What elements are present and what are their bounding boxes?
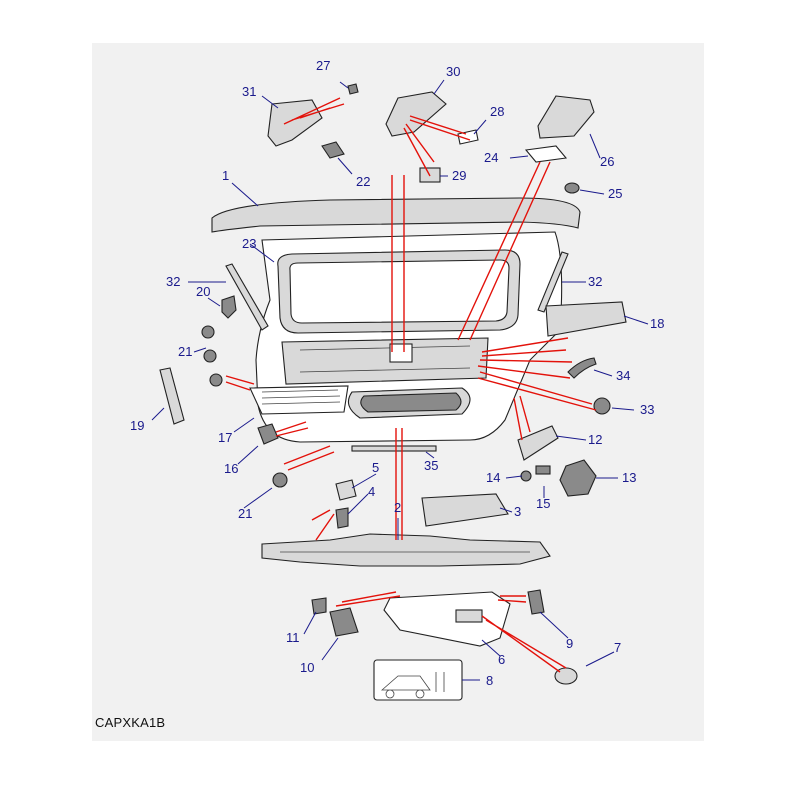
callout-14: 14 bbox=[486, 470, 500, 485]
part-32-right bbox=[537, 251, 569, 313]
part-2 bbox=[261, 533, 551, 567]
part-3 bbox=[421, 493, 509, 527]
part-21-c bbox=[209, 373, 223, 387]
callout-2: 2 bbox=[394, 500, 401, 515]
part-31 bbox=[267, 99, 323, 147]
callout-32-left: 32 bbox=[166, 274, 180, 289]
callout-29: 29 bbox=[452, 168, 466, 183]
callout-leaders bbox=[151, 79, 649, 681]
part-21-a bbox=[201, 325, 215, 339]
callout-labels: 1 2 3 4 5 6 7 8 9 10 11 12 13 14 15 16 1… bbox=[130, 58, 664, 688]
callout-15: 15 bbox=[536, 496, 550, 511]
callout-16: 16 bbox=[224, 461, 238, 476]
callout-34: 34 bbox=[616, 368, 630, 383]
callout-7: 7 bbox=[614, 640, 621, 655]
part-13 bbox=[559, 459, 597, 497]
part-9 bbox=[527, 589, 545, 615]
callout-19: 19 bbox=[130, 418, 144, 433]
part-26 bbox=[537, 95, 595, 139]
callout-27: 27 bbox=[316, 58, 330, 73]
callout-22: 22 bbox=[356, 174, 370, 189]
part-18 bbox=[545, 301, 627, 337]
callout-12: 12 bbox=[588, 432, 602, 447]
part-16 bbox=[257, 423, 279, 445]
part-12 bbox=[517, 425, 559, 461]
callout-13: 13 bbox=[622, 470, 636, 485]
callout-21-lower: 21 bbox=[238, 506, 252, 521]
part-32-left bbox=[225, 263, 269, 331]
part-34 bbox=[567, 357, 597, 379]
callout-30: 30 bbox=[446, 64, 460, 79]
part-30 bbox=[385, 91, 447, 137]
part-22 bbox=[321, 141, 345, 159]
part-14 bbox=[520, 470, 532, 482]
callout-17: 17 bbox=[218, 430, 232, 445]
part-25 bbox=[564, 182, 580, 194]
callout-24: 24 bbox=[484, 150, 498, 165]
part-27 bbox=[347, 83, 359, 95]
part-6 bbox=[383, 591, 511, 647]
callout-23: 23 bbox=[242, 236, 256, 251]
callout-11: 11 bbox=[286, 630, 300, 645]
red-leader-lines bbox=[225, 97, 597, 673]
callout-20: 20 bbox=[196, 284, 210, 299]
callout-3: 3 bbox=[514, 504, 521, 519]
part-21-d bbox=[272, 472, 288, 488]
part-8-label bbox=[373, 659, 463, 701]
part-4 bbox=[335, 507, 349, 529]
callout-8: 8 bbox=[486, 673, 493, 688]
callout-25: 25 bbox=[608, 186, 622, 201]
callout-26: 26 bbox=[600, 154, 614, 169]
part-24 bbox=[524, 145, 568, 163]
part-15 bbox=[535, 465, 551, 475]
part-33 bbox=[593, 397, 611, 415]
callout-35: 35 bbox=[424, 458, 438, 473]
part-19 bbox=[159, 367, 185, 425]
callout-10: 10 bbox=[300, 660, 314, 675]
callout-4: 4 bbox=[368, 484, 375, 499]
callout-31: 31 bbox=[242, 84, 256, 99]
callout-21-upper: 21 bbox=[178, 344, 192, 359]
part-17 bbox=[249, 385, 349, 415]
figure-code: CAPXKA1B bbox=[95, 715, 166, 730]
part-11 bbox=[311, 597, 327, 615]
callout-1: 1 bbox=[222, 168, 229, 183]
callout-18: 18 bbox=[650, 316, 664, 331]
callout-9: 9 bbox=[566, 636, 573, 651]
part-5 bbox=[335, 479, 357, 501]
callout-6: 6 bbox=[498, 652, 505, 667]
part-35 bbox=[351, 445, 437, 452]
part-20 bbox=[221, 295, 237, 319]
part-10 bbox=[329, 607, 359, 637]
callout-33: 33 bbox=[640, 402, 654, 417]
part-21-b bbox=[203, 349, 217, 363]
callout-5: 5 bbox=[372, 460, 379, 475]
callout-28: 28 bbox=[490, 104, 504, 119]
callout-32-right: 32 bbox=[588, 274, 602, 289]
